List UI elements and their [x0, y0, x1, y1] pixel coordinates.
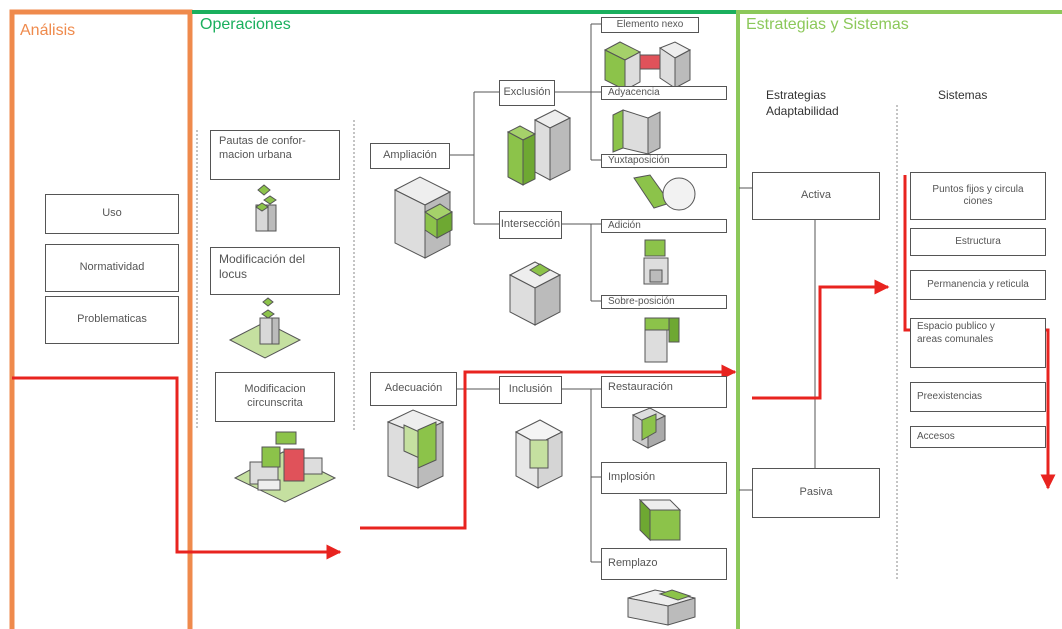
flow-arrows	[12, 175, 1056, 560]
section-title-analisis: Análisis	[20, 22, 76, 39]
tipo-box-adicion: Adición	[601, 219, 727, 233]
pauta-box-locus: Modificación del locus	[210, 247, 340, 295]
sistema-box-estructura: Estructura	[910, 228, 1046, 256]
model-locus	[228, 297, 302, 359]
model-interseccion	[508, 261, 562, 326]
pauta-box-circunscrita: Modificacion circunscrita	[215, 372, 335, 422]
model-remplazo	[627, 589, 696, 626]
model-adyacencia	[612, 109, 661, 155]
pauta-box-conformacion: Pautas de confor- macion urbana	[210, 130, 340, 180]
sistema-box-preexistencias: Preexistencias	[910, 382, 1046, 412]
operacion-box-exclusion: Exclusión	[499, 80, 555, 106]
sistema-box-puntos-fijos: Puntos fijos y circula ciones	[910, 172, 1046, 220]
model-restauracion	[631, 407, 667, 449]
model-inclusion	[514, 419, 564, 489]
analisis-box-uso: Uso	[45, 194, 179, 234]
model-ampliacion	[393, 176, 453, 259]
tipo-box-yuxtaposicion: Yuxtaposición	[601, 154, 727, 168]
tipo-box-elemento-nexo: Elemento nexo	[601, 17, 699, 33]
sistema-box-permanencia: Permanencia y reticula	[910, 270, 1046, 300]
operacion-box-interseccion: Intersección	[499, 211, 562, 239]
analisis-frame	[9, 9, 193, 629]
model-adicion	[643, 239, 669, 285]
tipo-box-remplazo: Remplazo	[601, 548, 727, 580]
dotted-dividers	[196, 105, 898, 580]
analisis-box-normatividad: Normatividad	[45, 244, 179, 292]
analisis-box-problematicas: Problematicas	[45, 296, 179, 344]
tipo-box-restauracion: Restauración	[601, 376, 727, 408]
sistemas-heading: Sistemas	[938, 88, 988, 102]
model-implosion	[638, 498, 682, 542]
model-pautas	[255, 184, 277, 232]
sistema-box-espacio-publico: Espacio publico y areas comunales	[910, 318, 1046, 368]
model-adecuacion	[386, 409, 445, 489]
model-elemento-nexo	[603, 41, 692, 91]
operacion-box-inclusion: Inclusión	[499, 376, 562, 404]
estrategia-box-activa: Activa	[752, 172, 880, 220]
tipo-box-adyacencia: Adyacencia	[601, 86, 727, 100]
model-exclusion	[506, 109, 572, 186]
tipo-box-implosion: Implosión	[601, 462, 727, 494]
estrategia-box-pasiva: Pasiva	[752, 468, 880, 518]
model-circunscrita	[233, 431, 337, 503]
section-title-operaciones: Operaciones	[200, 16, 291, 33]
model-sobre-posicion	[644, 317, 680, 363]
operacion-box-ampliacion: Ampliación	[370, 143, 450, 169]
model-yuxtaposicion	[633, 174, 696, 211]
estrategias-frame	[736, 10, 1062, 629]
section-title-estrategias: Estrategias y Sistemas	[746, 16, 909, 33]
estrategias-heading: Estrategias Adaptabilidad	[766, 88, 839, 118]
operacion-box-adecuacion: Adecuación	[370, 372, 457, 406]
sistema-box-accesos: Accesos	[910, 426, 1046, 448]
tipo-box-sobre-posicion: Sobre-posición	[601, 295, 727, 309]
